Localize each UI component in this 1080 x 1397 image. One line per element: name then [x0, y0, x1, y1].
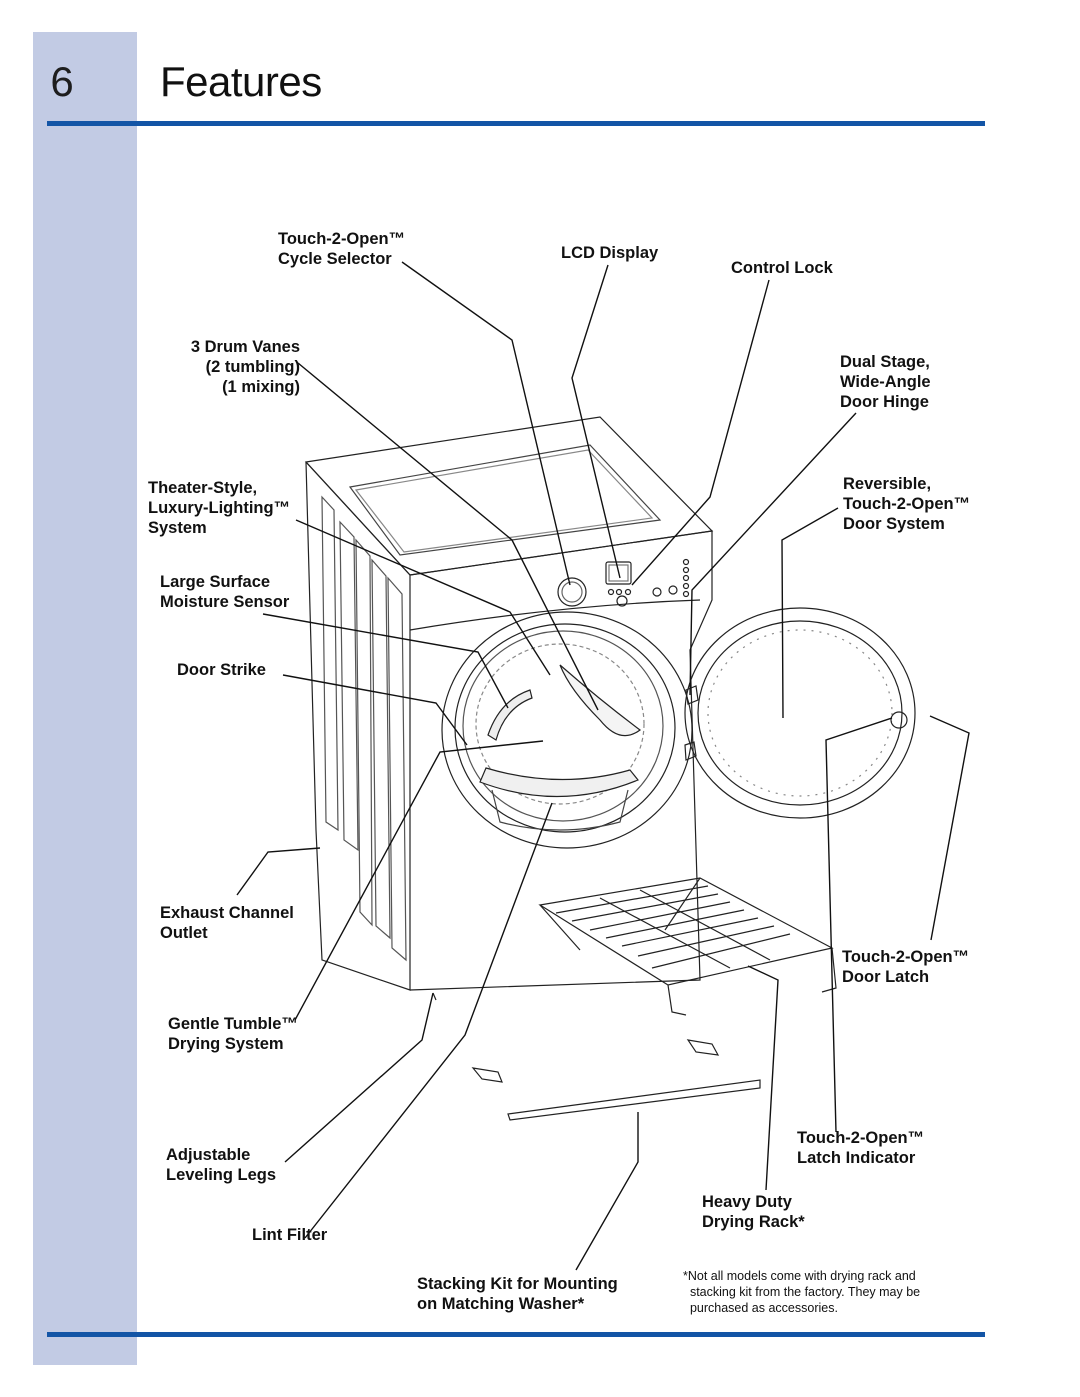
label-lcd-display: LCD Display — [561, 244, 659, 262]
door-opening-outer — [441, 611, 693, 849]
label-door-system: Reversible, Touch-2-Open™ Door System — [843, 475, 971, 533]
label-gentle-tumble: Gentle Tumble™ Drying System — [168, 1015, 298, 1053]
label-control-lock: Control Lock — [731, 259, 833, 277]
lcd-screen — [605, 561, 632, 585]
label-door-hinge: Dual Stage, Wide-Angle Door Hinge — [840, 353, 931, 411]
latch-indicator-dot — [890, 711, 908, 729]
top-rule — [47, 121, 985, 126]
footnote: *Not all models come with drying rack an… — [683, 1269, 921, 1315]
chapter-number: 6 — [50, 58, 74, 105]
drying-rack — [538, 877, 837, 1016]
label-exhaust-outlet: Exhaust Channel Outlet — [160, 904, 294, 942]
label-stacking-kit: Stacking Kit for Mounting on Matching Wa… — [417, 1275, 618, 1313]
label-leveling-legs: Adjustable Leveling Legs — [166, 1146, 277, 1184]
stacking-kit — [471, 1039, 761, 1121]
chapter-sidebar — [33, 32, 137, 1365]
label-lighting-system: Theater-Style, Luxury-Lighting™ System — [148, 479, 291, 537]
label-latch-indicator: Touch-2-Open™ Latch Indicator — [797, 1129, 925, 1167]
drum-vane — [559, 664, 642, 737]
label-moisture-sensor: Large Surface Moisture Sensor — [160, 573, 290, 611]
label-door-strike: Door Strike — [177, 661, 266, 679]
label-drum-vanes: 3 Drum Vanes (2 tumbling) (1 mixing) — [190, 338, 300, 396]
cycle-selector-knob — [557, 577, 587, 607]
label-drying-rack: Heavy Duty Drying Rack* — [702, 1193, 805, 1231]
label-lint-filter: Lint Filter — [252, 1226, 328, 1244]
bottom-rule — [47, 1332, 985, 1337]
label-cycle-selector: Touch-2-Open™ Cycle Selector — [278, 230, 406, 268]
cabinet-top — [304, 416, 714, 576]
control-lock-button — [616, 595, 628, 607]
lint-filter — [479, 767, 639, 798]
cabinet-front — [409, 530, 713, 991]
open-door-outer — [684, 607, 916, 819]
label-door-latch: Touch-2-Open™ Door Latch — [842, 948, 970, 986]
page-title: Features — [160, 58, 322, 105]
cabinet-side — [305, 461, 411, 991]
